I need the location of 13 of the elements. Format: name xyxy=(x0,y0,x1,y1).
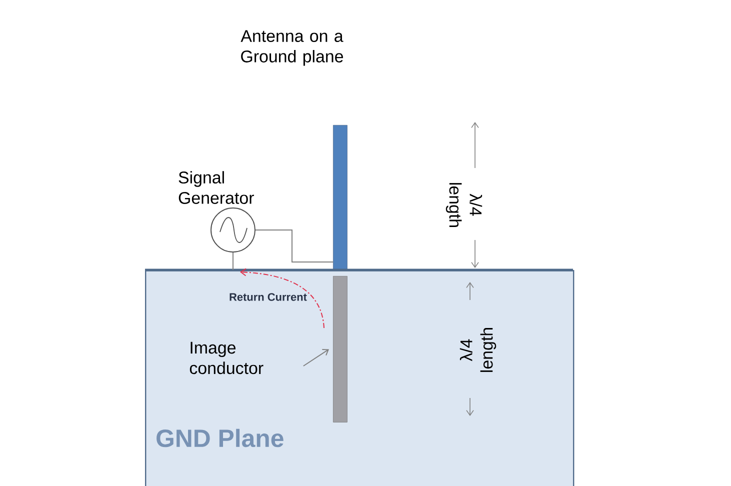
node-label: Signal Generator xyxy=(178,171,254,204)
leader-line xyxy=(302,349,329,366)
signal-generator: Signal Generator xyxy=(178,171,256,252)
dimension-label: λ/4 length xyxy=(446,183,482,227)
dimension-label: λ/4 length xyxy=(460,328,496,372)
antenna-rod xyxy=(333,125,348,270)
wire xyxy=(255,230,334,262)
image-conductor xyxy=(333,276,348,422)
return-current-arrow xyxy=(240,268,324,328)
edge-label: Return Current xyxy=(228,292,308,302)
title: Antenna on a Ground plane xyxy=(240,30,344,66)
conductor-label: Image conductor xyxy=(190,342,264,374)
wire xyxy=(232,252,234,270)
